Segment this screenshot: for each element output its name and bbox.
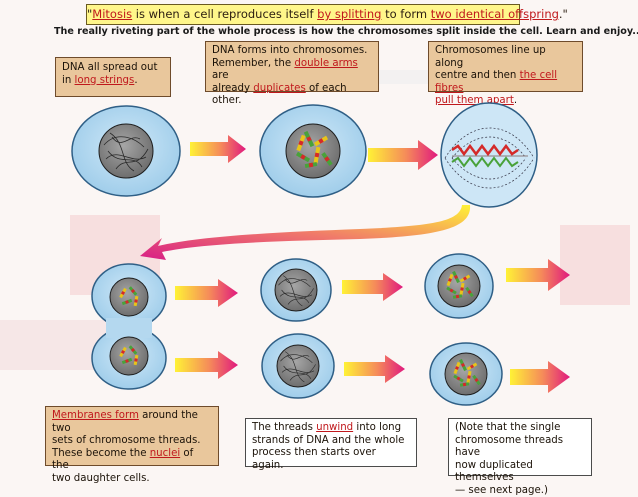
cell-daughter-bottom-1 bbox=[261, 333, 335, 399]
cell-metaphase bbox=[440, 102, 538, 208]
note-membranes: Membranes form around the two sets of ch… bbox=[45, 406, 219, 484]
curved-arrow bbox=[140, 205, 471, 260]
cell-prophase bbox=[259, 104, 367, 198]
arrow-5 bbox=[506, 259, 570, 291]
cell-daughter-top-1 bbox=[260, 258, 332, 322]
note-line-up: Chromosomes line up along centre and the… bbox=[428, 41, 583, 106]
arrow-7 bbox=[344, 355, 405, 383]
note-unwind: The threads unwind into long strands of … bbox=[245, 418, 417, 471]
cell-dividing bbox=[91, 263, 167, 390]
definition-banner: "Mitosis is when a cell reproduces itsel… bbox=[86, 4, 568, 25]
arrow-4 bbox=[342, 273, 403, 301]
arrow-3 bbox=[175, 279, 238, 307]
cell-daughter-top-2 bbox=[424, 253, 494, 319]
note-chromosomes: DNA forms into chromosomes. Remember, th… bbox=[205, 41, 379, 106]
cell-interphase bbox=[71, 105, 181, 197]
arrow-8 bbox=[510, 361, 570, 393]
note-long-strings: DNA all spread out in long strings. bbox=[55, 57, 171, 97]
subtitle: The really riveting part of the whole pr… bbox=[54, 26, 638, 37]
cell-daughter-bottom-2 bbox=[429, 342, 503, 406]
arrow-1 bbox=[190, 135, 246, 163]
mitosis-diagram bbox=[71, 102, 570, 406]
arrow-6 bbox=[175, 351, 238, 379]
arrow-2 bbox=[368, 140, 438, 170]
